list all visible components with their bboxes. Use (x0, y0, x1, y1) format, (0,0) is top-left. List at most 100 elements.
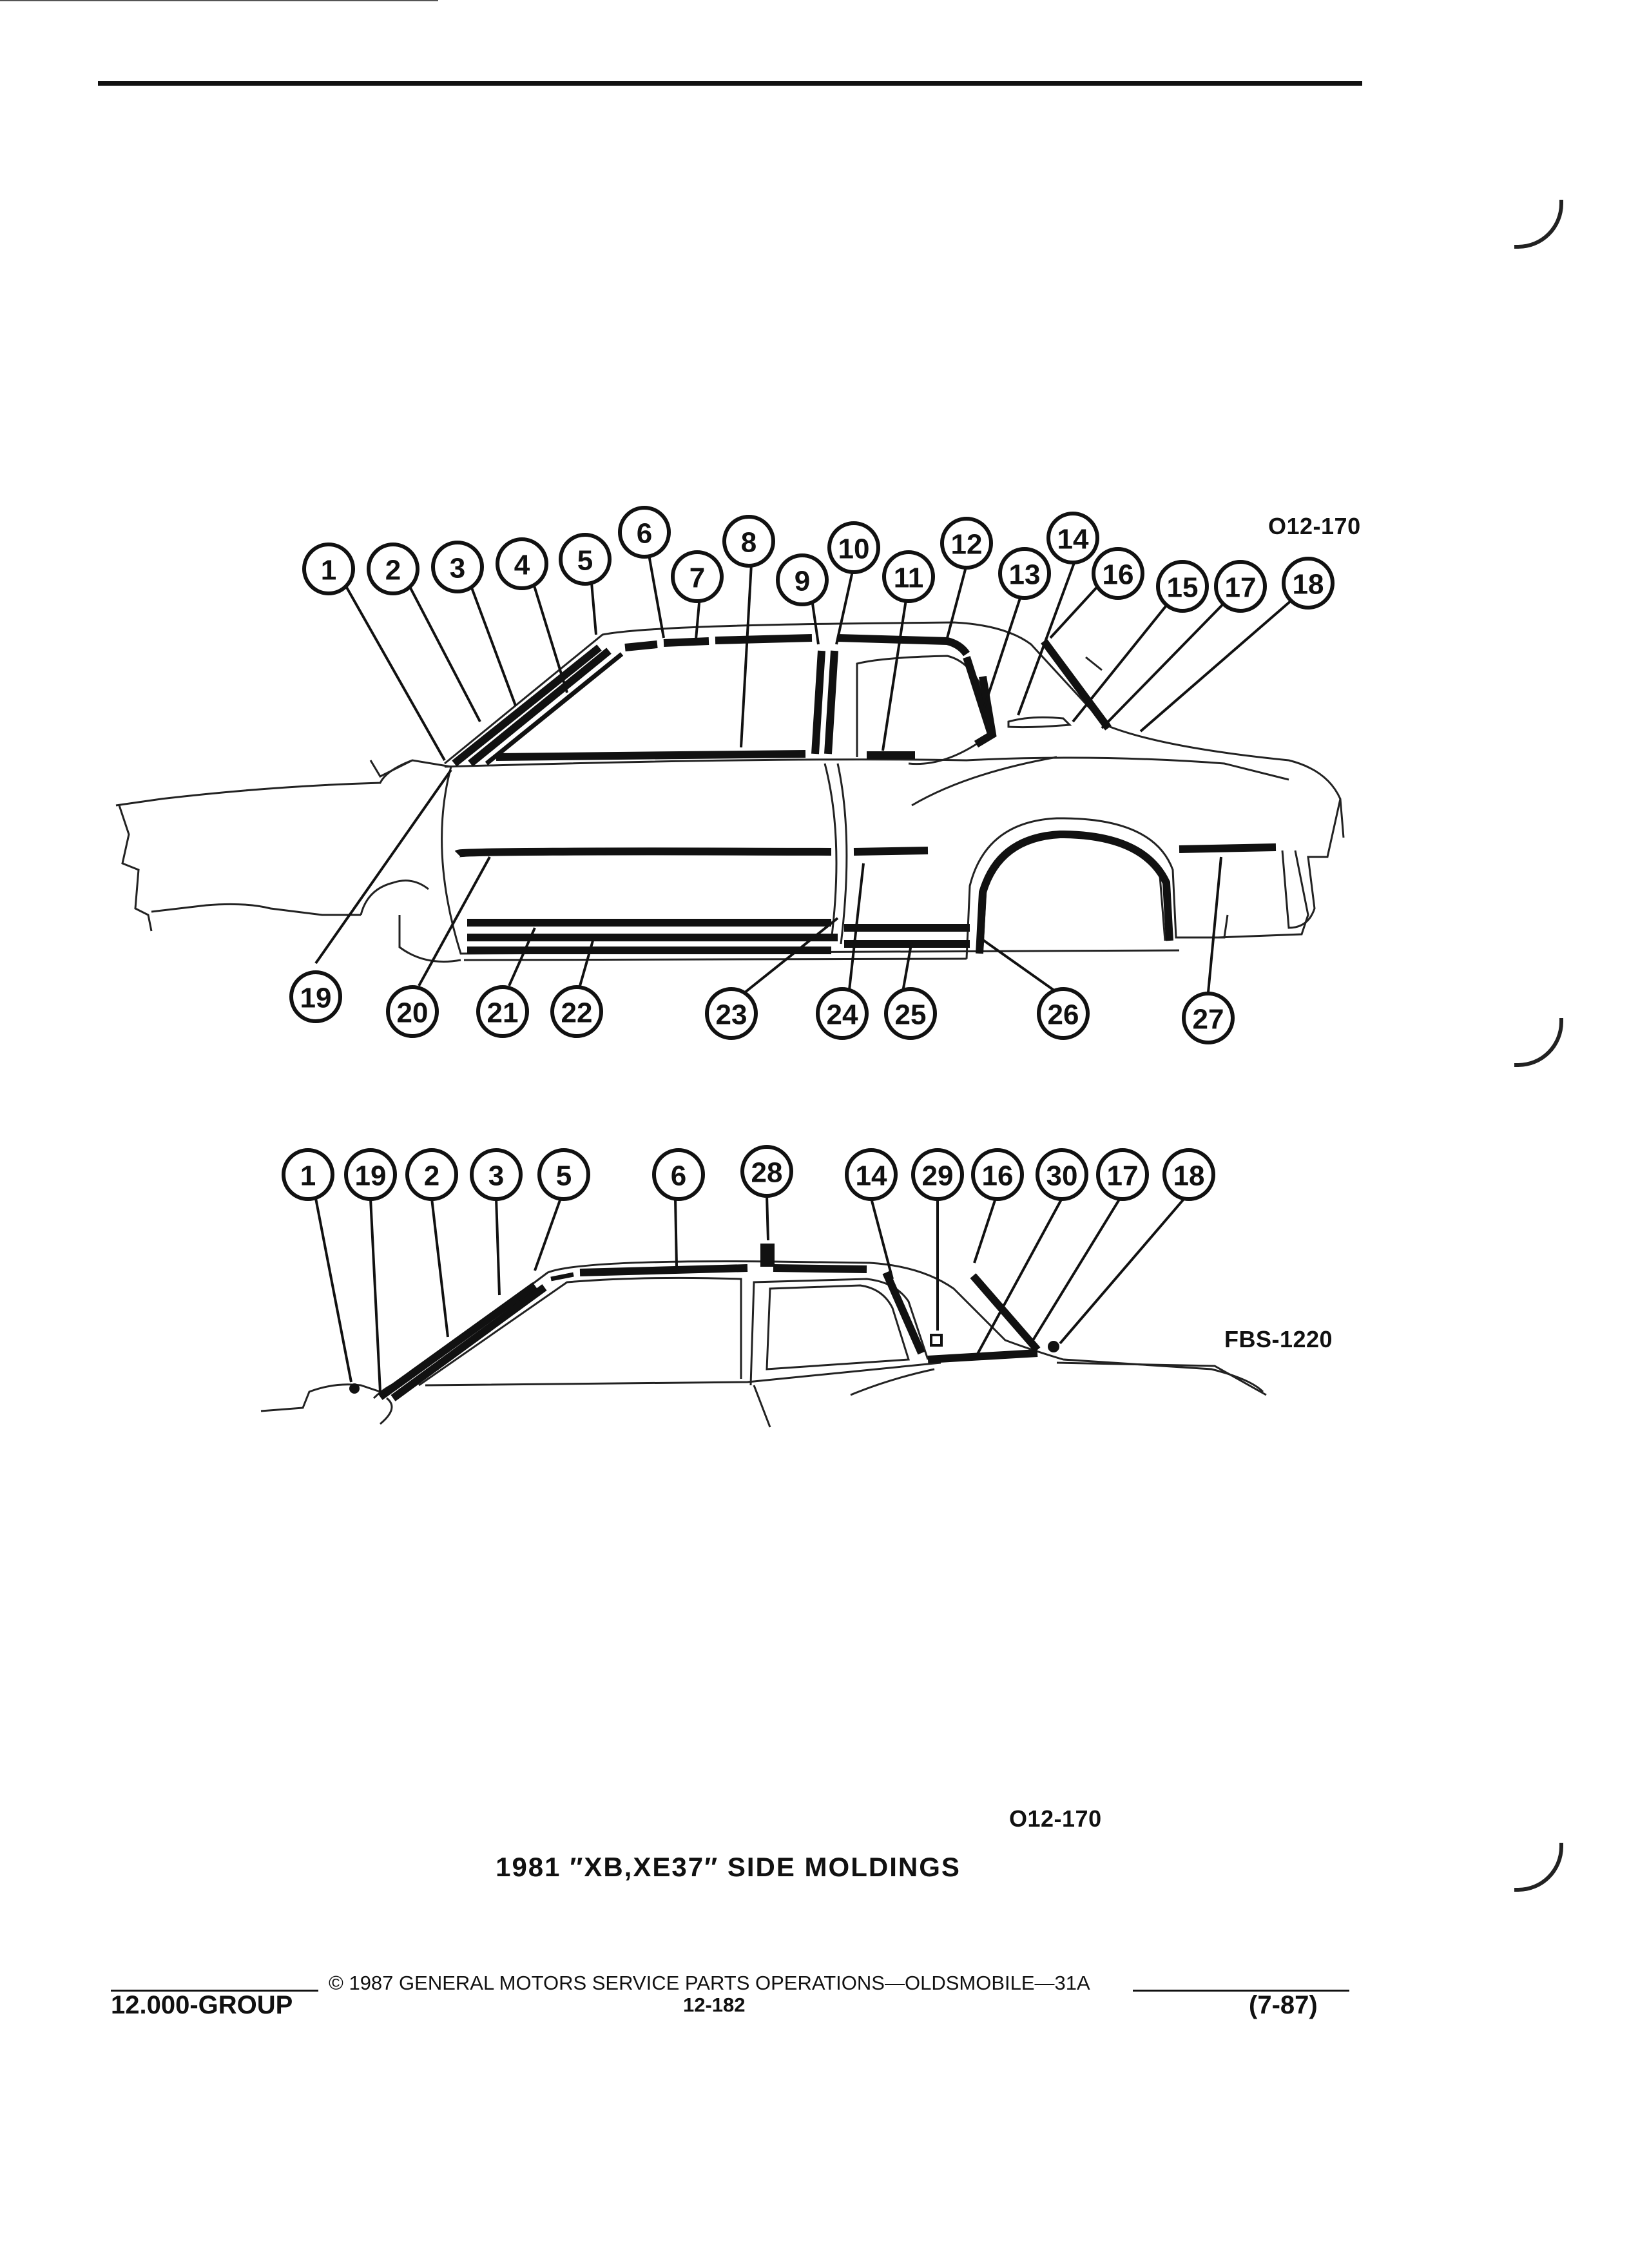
figure1-car-body (115, 621, 1345, 963)
svg-text:24: 24 (827, 999, 858, 1031)
figure2-moldings (349, 1244, 1059, 1401)
svg-text:3: 3 (488, 1160, 504, 1192)
svg-text:5: 5 (577, 545, 593, 577)
callout-14: 14 (1046, 512, 1099, 564)
svg-text:5: 5 (556, 1160, 572, 1192)
svg-text:10: 10 (838, 533, 870, 565)
figure1-leaders (314, 541, 1313, 997)
callout-10: 10 (827, 521, 880, 574)
svg-text:1: 1 (321, 555, 336, 586)
footer-rule-left (111, 1990, 318, 1992)
callout-14: 14 (845, 1148, 898, 1201)
svg-text:15: 15 (1167, 572, 1199, 604)
svg-text:22: 22 (561, 997, 593, 1029)
callout-5: 5 (537, 1148, 590, 1201)
svg-text:26: 26 (1048, 999, 1079, 1031)
callout-3: 3 (431, 541, 484, 593)
svg-text:16: 16 (1103, 559, 1134, 591)
svg-text:23: 23 (716, 999, 747, 1031)
svg-text:3: 3 (450, 553, 465, 584)
callout-15: 15 (1156, 560, 1209, 613)
callout-17: 17 (1096, 1148, 1149, 1201)
svg-text:13: 13 (1009, 559, 1041, 591)
svg-text:4: 4 (514, 550, 530, 581)
callout-30: 30 (1036, 1148, 1088, 1201)
page-title: 1981 ″XB,XE37″ SIDE MOLDINGS (496, 1852, 961, 1882)
callout-7: 7 (671, 550, 724, 603)
callout-25: 25 (884, 987, 937, 1040)
svg-text:17: 17 (1107, 1160, 1139, 1192)
svg-text:9: 9 (795, 566, 810, 597)
svg-text:18: 18 (1293, 569, 1324, 601)
figure2-code: FBS-1220 (1224, 1326, 1333, 1352)
callout-27: 27 (1182, 992, 1235, 1044)
svg-text:25: 25 (895, 999, 927, 1031)
svg-text:17: 17 (1225, 572, 1257, 604)
svg-text:2: 2 (424, 1160, 439, 1192)
callout-3: 3 (470, 1148, 523, 1201)
callout-13: 13 (998, 547, 1051, 600)
footer-date: (7-87) (1249, 1991, 1318, 2019)
callout-16: 16 (1092, 547, 1144, 600)
callout-9: 9 (776, 553, 829, 606)
svg-text:7: 7 (689, 562, 705, 594)
svg-text:29: 29 (922, 1160, 954, 1192)
figure1-moldings (452, 634, 1277, 954)
svg-text:20: 20 (397, 997, 429, 1029)
callout-19: 19 (344, 1148, 397, 1201)
callout-29: 29 (911, 1148, 964, 1201)
callout-20: 20 (386, 985, 439, 1038)
callout-22: 22 (550, 985, 603, 1038)
svg-text:16: 16 (982, 1160, 1014, 1192)
callout-19: 19 (289, 970, 342, 1023)
callout-21: 21 (476, 985, 529, 1038)
callout-5: 5 (559, 533, 612, 586)
header-rule (98, 81, 1362, 86)
callout-8: 8 (722, 515, 775, 568)
callout-18: 18 (1282, 557, 1335, 610)
footer-rule-right (1133, 1990, 1349, 1992)
callout-24: 24 (816, 987, 869, 1040)
svg-text:2: 2 (385, 555, 401, 586)
callout-26: 26 (1037, 987, 1090, 1040)
callout-6: 6 (652, 1148, 705, 1201)
footer-page-number: 12-182 (683, 1994, 746, 2016)
svg-text:21: 21 (487, 997, 519, 1029)
svg-text:30: 30 (1046, 1160, 1078, 1192)
figure1-callouts: 1 2 3 4 5 6 7 8 9 10 11 12 13 14 16 15 1… (289, 506, 1335, 1044)
svg-text:1: 1 (300, 1160, 316, 1192)
callout-2: 2 (405, 1148, 458, 1201)
svg-text:12: 12 (951, 529, 983, 561)
svg-text:19: 19 (300, 983, 332, 1014)
callout-6: 6 (618, 506, 671, 559)
callout-12: 12 (940, 517, 993, 570)
svg-text:6: 6 (671, 1160, 686, 1192)
callout-4: 4 (496, 537, 548, 590)
svg-text:19: 19 (355, 1160, 387, 1192)
figure2-car-body (260, 1260, 1267, 1428)
page-ref-code: O12-170 (1009, 1805, 1102, 1832)
svg-text:18: 18 (1173, 1160, 1205, 1192)
svg-text:14: 14 (856, 1160, 887, 1192)
callout-1: 1 (302, 543, 355, 595)
footer-copyright: © 1987 GENERAL MOTORS SERVICE PARTS OPER… (329, 1972, 1090, 1994)
figure2-callouts: 1 19 2 3 5 6 28 14 29 16 30 17 18 (282, 1145, 1215, 1201)
svg-text:14: 14 (1057, 524, 1089, 555)
callout-28: 28 (740, 1145, 793, 1198)
figure1-code: O12-170 (1268, 513, 1361, 539)
callout-18: 18 (1162, 1148, 1215, 1201)
svg-text:11: 11 (894, 562, 924, 594)
callout-23: 23 (705, 987, 758, 1040)
footer-group: 12.000-GROUP (111, 1991, 293, 2019)
figure2-leaders (314, 1195, 1186, 1392)
callout-17: 17 (1214, 560, 1267, 613)
callout-16: 16 (971, 1148, 1024, 1201)
svg-text:27: 27 (1193, 1004, 1224, 1035)
callout-1: 1 (282, 1148, 334, 1201)
callout-2: 2 (367, 543, 419, 595)
scan-edge-line (0, 0, 438, 1)
callout-11: 11 (882, 550, 935, 603)
svg-text:28: 28 (751, 1157, 783, 1189)
svg-text:6: 6 (637, 518, 652, 550)
svg-text:8: 8 (741, 527, 757, 559)
